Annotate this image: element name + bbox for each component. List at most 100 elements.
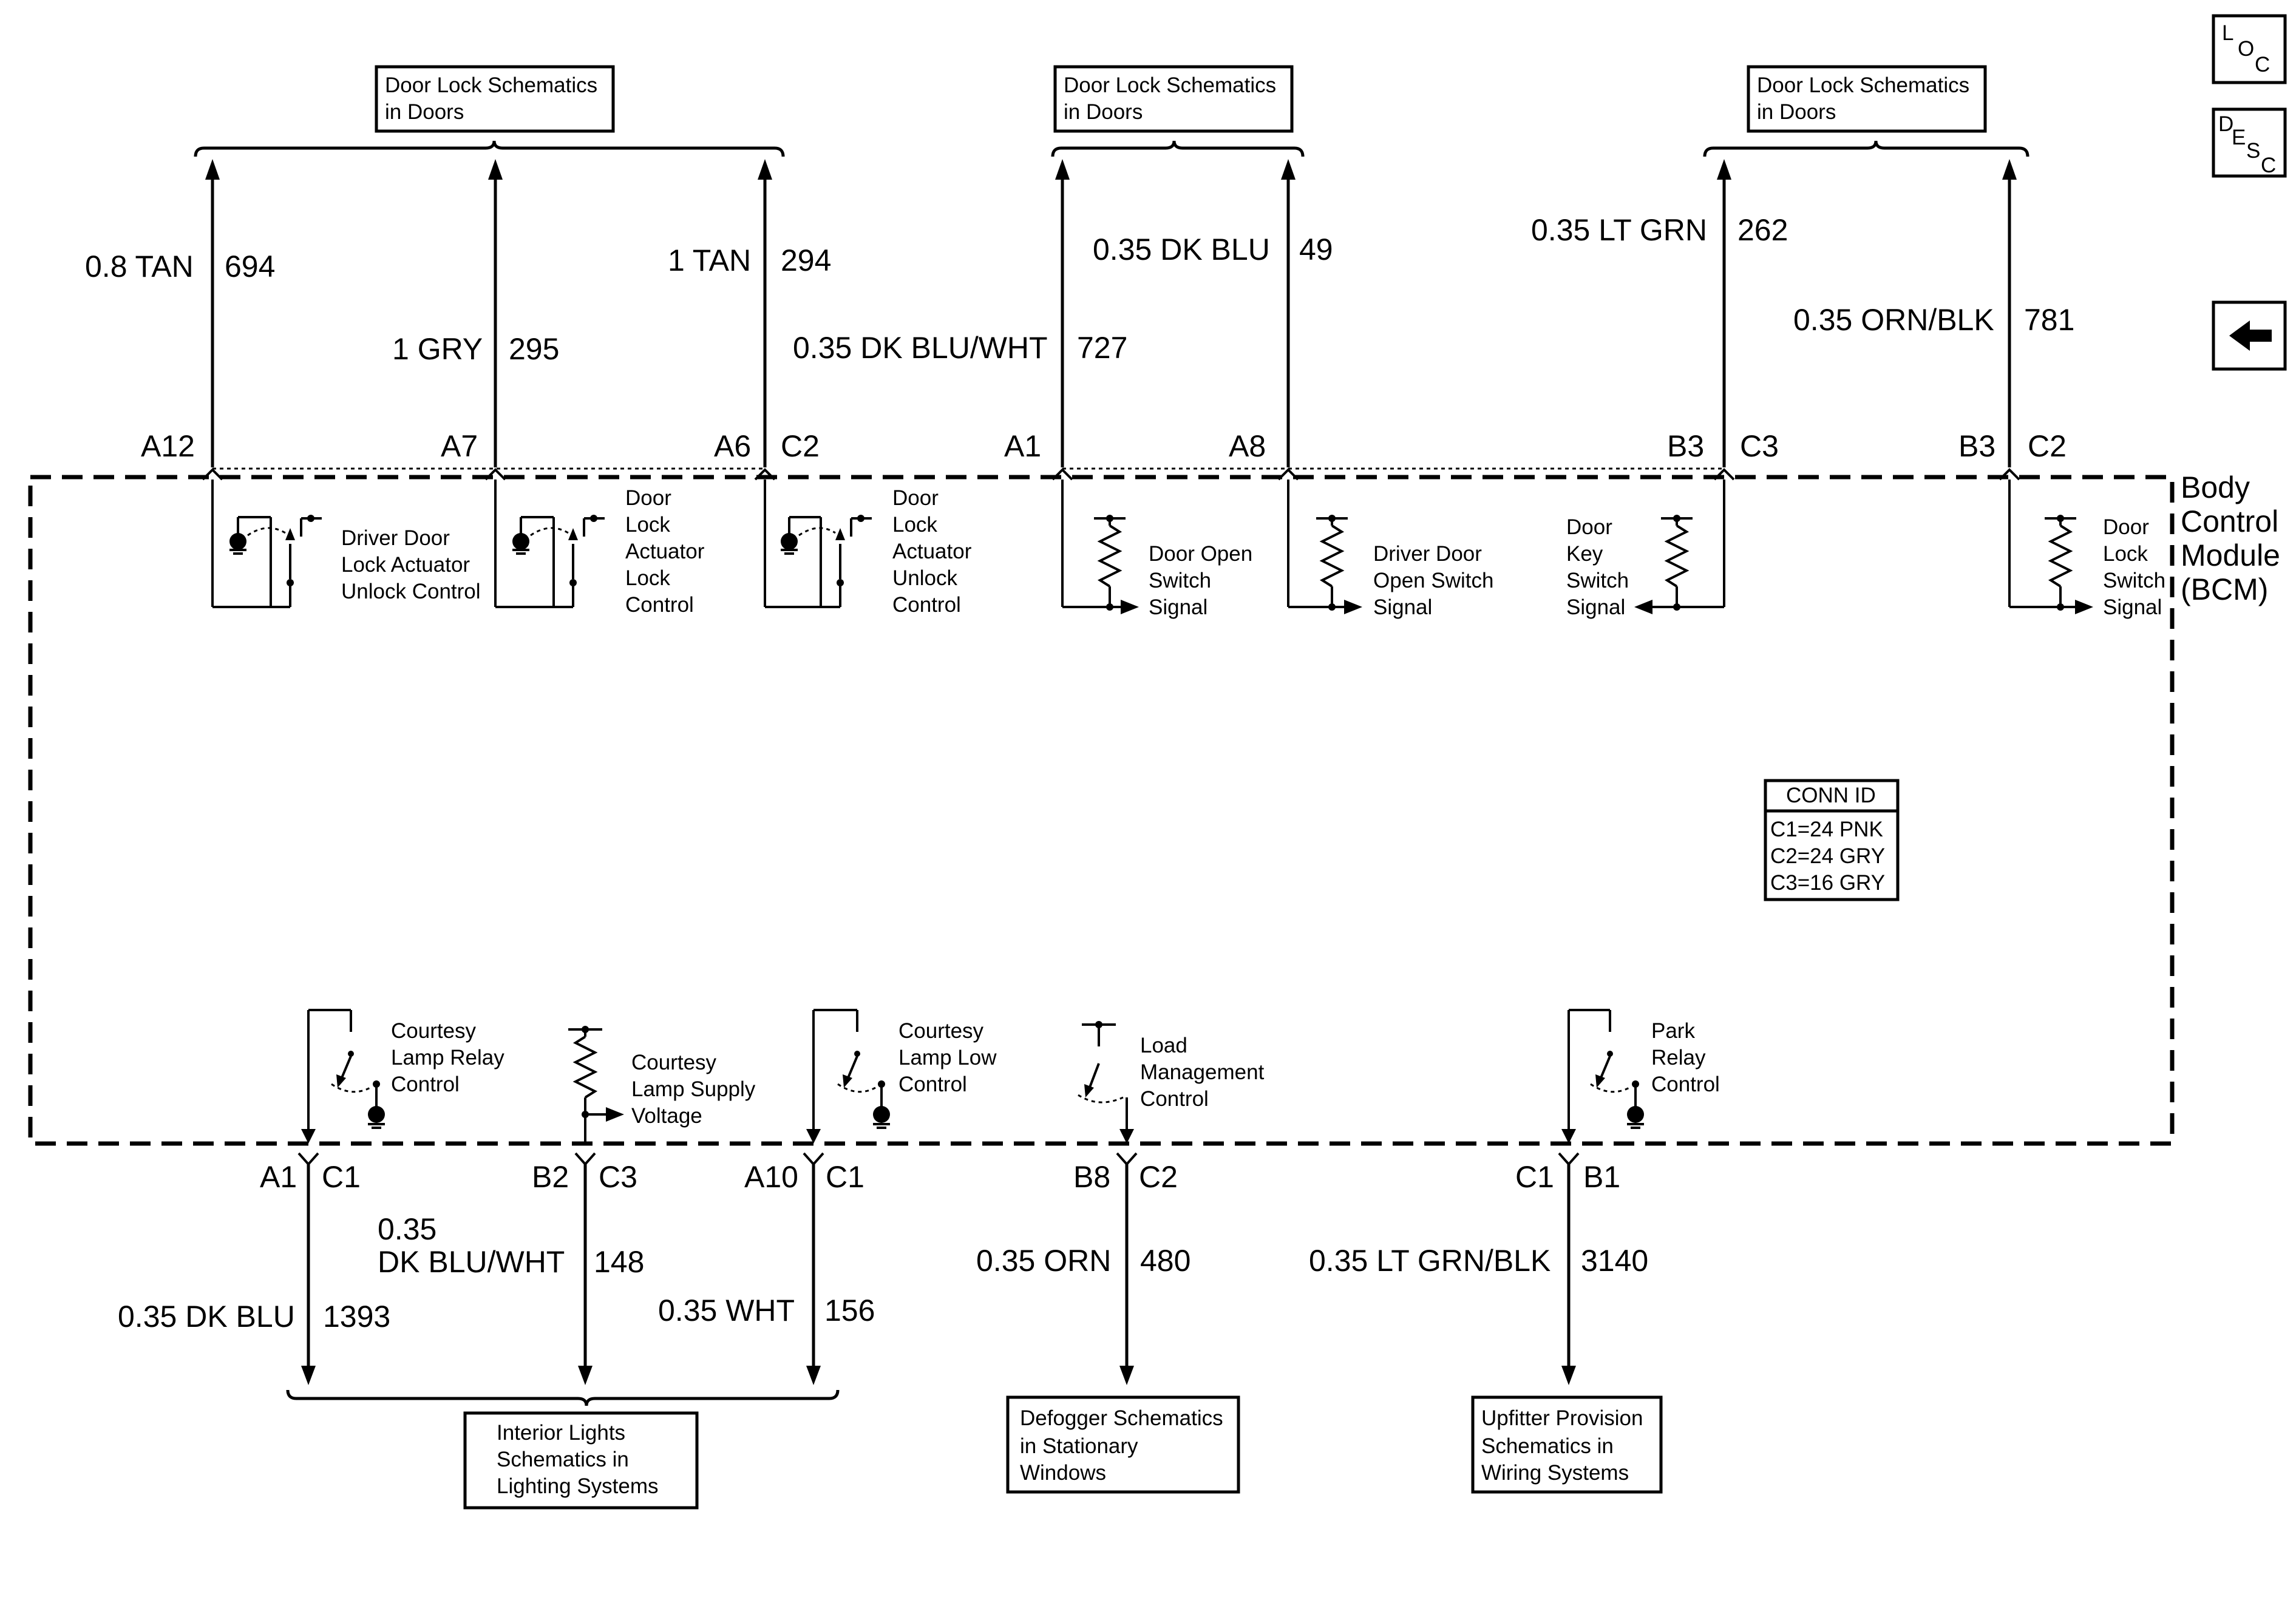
svg-text:C2=24 GRY: C2=24 GRY [1770, 844, 1885, 868]
svg-text:262: 262 [1737, 213, 1788, 247]
svg-text:A12: A12 [141, 429, 195, 463]
svg-text:Control: Control [625, 593, 694, 617]
svg-text:Relay: Relay [1651, 1046, 1706, 1070]
bottom-wire-148: B2 C3 0.35 DK BLU/WHT 148 [378, 1160, 644, 1385]
svg-text:0.35 DK BLU/WHT: 0.35 DK BLU/WHT [793, 331, 1048, 365]
svg-text:49: 49 [1299, 232, 1333, 266]
svg-text:C1: C1 [322, 1160, 361, 1194]
svg-text:0.8 TAN: 0.8 TAN [85, 249, 194, 283]
top-wire-295: 1 GRY 295 A7 [392, 159, 559, 467]
svg-text:Interior Lights: Interior Lights [497, 1421, 625, 1445]
svg-text:Control: Control [898, 1073, 967, 1096]
svg-text:Door Lock Schematics: Door Lock Schematics [385, 73, 597, 97]
svg-text:C2: C2 [1139, 1160, 1178, 1194]
svg-text:S: S [2246, 139, 2260, 163]
svg-text:Control: Control [2181, 504, 2278, 538]
circuit-door-lock-switch: Door Lock Switch Signal [2008, 480, 2165, 619]
bottom-link-box-defogger[interactable]: Defogger Schematics in Stationary Window… [1006, 1395, 1240, 1494]
svg-text:C: C [2261, 154, 2276, 177]
svg-text:Upfitter Provision: Upfitter Provision [1481, 1406, 1643, 1430]
svg-text:Door: Door [892, 486, 939, 510]
svg-text:A10: A10 [744, 1160, 798, 1194]
svg-text:Park: Park [1651, 1019, 1695, 1043]
svg-text:DK BLU/WHT: DK BLU/WHT [378, 1245, 565, 1279]
svg-text:Voltage: Voltage [631, 1104, 702, 1128]
svg-text:in Doors: in Doors [1757, 100, 1836, 124]
svg-text:0.35 LT GRN/BLK: 0.35 LT GRN/BLK [1309, 1244, 1550, 1278]
svg-text:O: O [2238, 37, 2254, 61]
svg-text:Actuator: Actuator [892, 540, 972, 563]
svg-text:Actuator: Actuator [625, 540, 705, 563]
svg-text:Lock: Lock [892, 513, 937, 537]
svg-text:Door: Door [1566, 515, 1612, 539]
svg-text:Driver Door: Driver Door [341, 526, 450, 550]
top-link-box-1[interactable]: Door Lock Schematics in Doors [375, 65, 615, 133]
svg-text:Door: Door [625, 486, 671, 510]
svg-text:Unlock Control: Unlock Control [341, 580, 481, 603]
svg-text:B3: B3 [1667, 429, 1704, 463]
top-wire-694: 0.8 TAN 694 A12 [85, 159, 275, 467]
svg-text:Lock Actuator: Lock Actuator [341, 553, 470, 577]
circuit-courtesy-lamp-relay: Courtesy Lamp Relay Control [301, 1009, 504, 1144]
top-brace-3 [1703, 140, 2029, 157]
svg-text:0.35 ORN: 0.35 ORN [976, 1244, 1111, 1278]
svg-text:in Stationary: in Stationary [1020, 1434, 1138, 1458]
circuit-door-lock-actuator-unlock: Door Lock Actuator Unlock Control [764, 480, 972, 617]
svg-text:Control: Control [1140, 1087, 1209, 1111]
svg-text:294: 294 [781, 243, 831, 277]
svg-text:Defogger Schematics: Defogger Schematics [1020, 1406, 1223, 1430]
circuit-driver-door-open-switch: Driver Door Open Switch Signal [1287, 480, 1493, 619]
bottom-link-box-interior-lights[interactable]: Interior Lights Schematics in Lighting S… [463, 1411, 699, 1510]
circuit-courtesy-lamp-low: Courtesy Lamp Low Control [806, 1009, 997, 1144]
top-wire-781: 0.35 ORN/BLK 781 B3 C2 [1793, 159, 2074, 467]
svg-text:C3: C3 [599, 1160, 637, 1194]
top-wire-262: 0.35 LT GRN 262 B3 C3 [1531, 159, 1788, 467]
top-link-box-2[interactable]: Door Lock Schematics in Doors [1053, 65, 1294, 133]
top-link-box-3[interactable]: Door Lock Schematics in Doors [1747, 65, 1987, 133]
bottom-link-box-upfitter[interactable]: Upfitter Provision Schematics in Wiring … [1471, 1395, 1663, 1494]
svg-text:Courtesy: Courtesy [631, 1051, 717, 1074]
svg-text:in Doors: in Doors [1064, 100, 1143, 124]
svg-text:Courtesy: Courtesy [898, 1019, 984, 1043]
conn-id-box: CONN ID C1=24 PNK C2=24 GRY C3=16 GRY [1764, 779, 1900, 901]
circuit-load-management: Load Management Control [1078, 1021, 1265, 1144]
circuit-driver-door-unlock: Driver Door Lock Actuator Unlock Control [211, 480, 481, 608]
bcm-module-outline [28, 475, 2175, 1146]
svg-text:A7: A7 [441, 429, 478, 463]
svg-text:Switch: Switch [2103, 569, 2165, 592]
svg-text:0.35: 0.35 [378, 1212, 436, 1246]
svg-text:Lock: Lock [625, 513, 670, 537]
svg-text:Switch: Switch [1566, 569, 1629, 592]
svg-text:Lighting Systems: Lighting Systems [497, 1474, 659, 1498]
svg-text:480: 480 [1140, 1244, 1190, 1278]
back-button[interactable] [2212, 300, 2287, 371]
top-wire-49: 0.35 DK BLU 49 A8 [1093, 159, 1333, 467]
top-brace-1 [194, 140, 785, 157]
svg-text:Schematics in: Schematics in [1481, 1434, 1614, 1458]
svg-text:Management: Management [1140, 1060, 1265, 1084]
top-brace-2 [1051, 140, 1305, 157]
svg-text:Signal: Signal [1566, 595, 1625, 619]
svg-text:Door: Door [2103, 515, 2149, 539]
svg-text:0.35 LT GRN: 0.35 LT GRN [1531, 213, 1707, 247]
svg-text:E: E [2232, 126, 2246, 149]
svg-text:Driver Door: Driver Door [1373, 542, 1482, 566]
desc-button[interactable]: D E S C [2212, 107, 2287, 178]
svg-text:Lamp Supply: Lamp Supply [631, 1077, 756, 1101]
svg-text:C1=24 PNK: C1=24 PNK [1770, 818, 1883, 841]
svg-text:L: L [2222, 21, 2233, 45]
svg-text:C: C [2255, 53, 2270, 76]
svg-text:A8: A8 [1229, 429, 1266, 463]
bottom-wire-3140: C1 B1 0.35 LT GRN/BLK 3140 [1309, 1160, 1648, 1385]
top-wire-727: 0.35 DK BLU/WHT 727 A1 [793, 159, 1127, 467]
loc-button[interactable]: L O C [2212, 14, 2287, 84]
svg-text:Lamp Low: Lamp Low [898, 1046, 997, 1070]
svg-text:Lock: Lock [2103, 542, 2148, 566]
svg-text:C1: C1 [1515, 1160, 1554, 1194]
svg-text:Body: Body [2181, 470, 2250, 504]
svg-text:1 TAN: 1 TAN [668, 243, 751, 277]
svg-text:C3: C3 [1740, 429, 1779, 463]
svg-text:C3=16 GRY: C3=16 GRY [1770, 871, 1885, 895]
svg-text:0.35 DK BLU: 0.35 DK BLU [1093, 232, 1270, 266]
circuit-park-relay: Park Relay Control [1561, 1009, 1720, 1144]
